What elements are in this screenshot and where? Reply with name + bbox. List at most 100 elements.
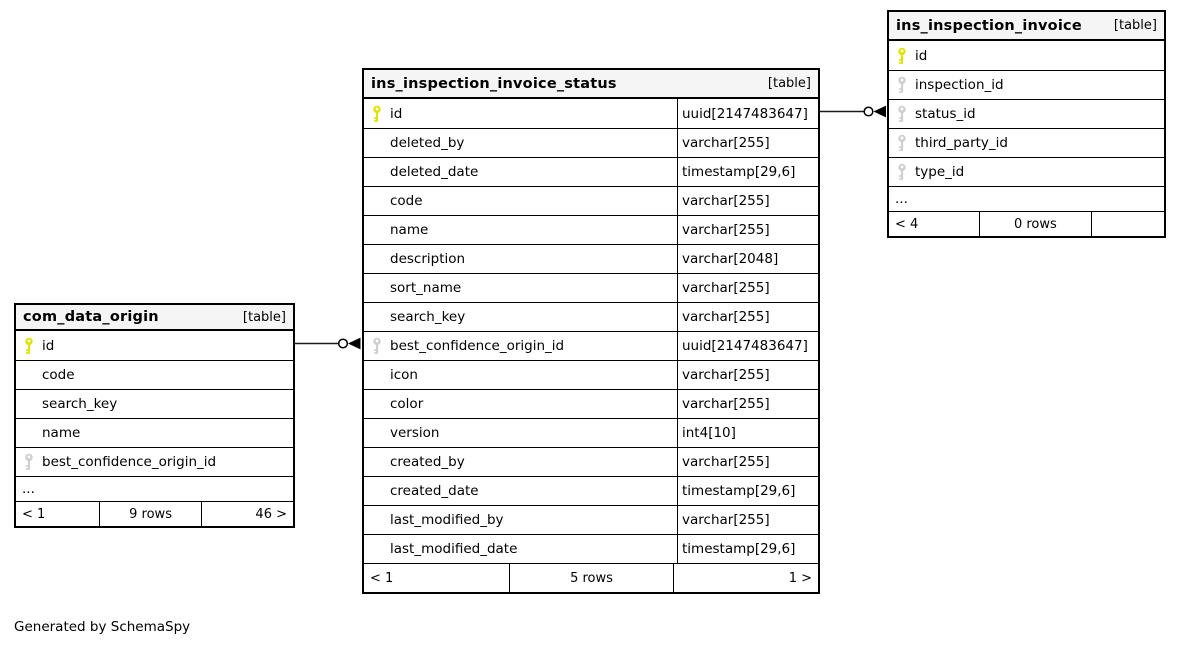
column-row: status_id (889, 99, 1164, 128)
table-footer: < 1 9 rows 46 > (16, 501, 293, 526)
column-row: id (889, 41, 1164, 70)
table-tag: [table] (767, 76, 811, 91)
column-name: third_party_id (915, 135, 1008, 151)
column-name: id (915, 47, 928, 64)
primary-key-icon (897, 47, 907, 65)
column-row: icon varchar[255] (364, 360, 818, 389)
column-row: deleted_by varchar[255] (364, 128, 818, 157)
pagination-next: 1 > (788, 570, 812, 586)
column-type: varchar[255] (677, 361, 818, 389)
column-name: search_key (390, 309, 466, 325)
column-name: color (390, 396, 424, 412)
table-tag: [table] (242, 309, 286, 325)
row-count: 9 rows (98, 502, 203, 526)
column-type: uuid[2147483647] (677, 332, 818, 360)
row-count: 5 rows (508, 564, 675, 592)
column-row: third_party_id (889, 128, 1164, 157)
column-row: description varchar[2048] (364, 244, 818, 273)
generated-by-note: Generated by SchemaSpy (14, 619, 191, 635)
column-row: id (16, 331, 293, 360)
column-name: status_id (915, 106, 976, 122)
column-row: code (16, 360, 293, 389)
column-name: best_confidence_origin_id (390, 338, 565, 354)
column-name: deleted_date (390, 164, 479, 180)
column-list: id code (16, 331, 293, 476)
primary-key-icon (372, 105, 382, 123)
table-node-ins-inspection-invoice[interactable]: ins_inspection_invoice [table] id (887, 10, 1166, 238)
fk-connector-best-confidence-origin (294, 337, 361, 350)
pagination-prev: < 4 (895, 216, 919, 232)
column-name: deleted_by (390, 135, 465, 151)
column-type: varchar[255] (677, 187, 818, 215)
column-row: deleted_date timestamp[29,6] (364, 157, 818, 186)
foreign-key-icon (372, 337, 382, 355)
column-name: inspection_id (915, 77, 1004, 93)
column-type: varchar[255] (677, 448, 818, 476)
foreign-key-icon (897, 134, 907, 152)
column-row: last_modified_date timestamp[29,6] (364, 534, 818, 563)
foreign-key-icon (897, 163, 907, 181)
foreign-key-icon (897, 76, 907, 94)
column-row: search_key (16, 389, 293, 418)
column-row: version int4[10] (364, 418, 818, 447)
column-row: inspection_id (889, 70, 1164, 99)
column-row: sort_name varchar[255] (364, 273, 818, 302)
table-title: ins_inspection_invoice_status (371, 75, 617, 92)
table-header: ins_inspection_invoice_status [table] (364, 70, 818, 99)
row-count: 0 rows (978, 212, 1093, 236)
column-row: created_by varchar[255] (364, 447, 818, 476)
column-type: varchar[255] (677, 506, 818, 534)
table-header: com_data_origin [table] (16, 305, 293, 331)
column-name: last_modified_by (390, 512, 504, 528)
column-row: best_confidence_origin_id uuid[214748364… (364, 331, 818, 360)
column-name: description (390, 251, 466, 267)
fk-connector-status-id (819, 105, 886, 118)
column-type: varchar[255] (677, 274, 818, 302)
truncated-row: ... (889, 186, 1164, 211)
column-row: search_key varchar[255] (364, 302, 818, 331)
table-node-com-data-origin[interactable]: com_data_origin [table] id (14, 303, 295, 528)
primary-key-icon (24, 337, 34, 355)
column-name: name (42, 425, 81, 441)
column-type: varchar[255] (677, 303, 818, 331)
column-name: name (390, 222, 429, 238)
column-type: int4[10] (677, 419, 818, 447)
column-list: id inspection_id (889, 41, 1164, 186)
column-list: id uuid[2147483647] deleted_by varchar[2… (364, 99, 818, 563)
table-node-ins-inspection-invoice-status[interactable]: ins_inspection_invoice_status [table] id… (362, 68, 820, 594)
foreign-key-icon (24, 453, 34, 471)
column-type: varchar[255] (677, 216, 818, 244)
column-name: code (390, 193, 423, 209)
column-name: created_date (390, 483, 479, 499)
pagination-prev: < 1 (22, 506, 46, 522)
column-name: id (42, 337, 55, 354)
pagination-next (1092, 212, 1164, 236)
pagination-next: 46 > (255, 506, 287, 522)
column-name: sort_name (390, 280, 462, 296)
table-footer: < 4 0 rows (889, 211, 1164, 236)
column-row: best_confidence_origin_id (16, 447, 293, 476)
column-type: varchar[255] (677, 390, 818, 418)
truncated-row: ... (16, 476, 293, 501)
column-name: created_by (390, 454, 465, 470)
foreign-key-icon (897, 105, 907, 123)
column-name: type_id (915, 164, 965, 180)
table-footer: < 1 5 rows 1 > (364, 563, 818, 592)
column-name: search_key (42, 396, 118, 412)
column-row: name varchar[255] (364, 215, 818, 244)
column-type: timestamp[29,6] (677, 535, 818, 563)
table-title: ins_inspection_invoice (896, 17, 1082, 34)
column-row: code varchar[255] (364, 186, 818, 215)
column-row: type_id (889, 157, 1164, 186)
column-name: best_confidence_origin_id (42, 454, 217, 470)
table-header: ins_inspection_invoice [table] (889, 12, 1164, 41)
column-type: timestamp[29,6] (677, 158, 818, 186)
table-tag: [table] (1113, 18, 1157, 33)
column-row: color varchar[255] (364, 389, 818, 418)
column-type: timestamp[29,6] (677, 477, 818, 505)
column-name: id (390, 105, 403, 122)
column-name: code (42, 367, 75, 383)
column-name: last_modified_date (390, 541, 518, 557)
column-row: last_modified_by varchar[255] (364, 505, 818, 534)
